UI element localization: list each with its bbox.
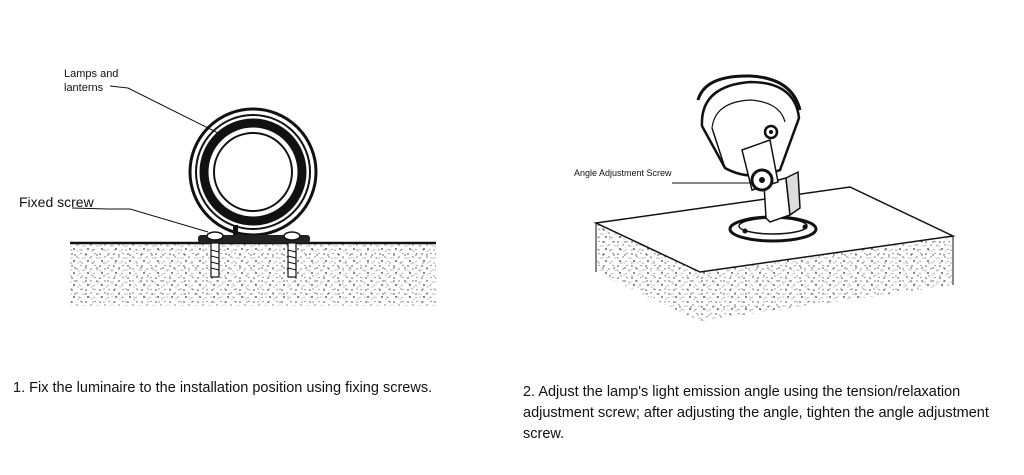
- caption-step-2: 2. Adjust the lamp's light emission angl…: [523, 384, 989, 442]
- caption-step-1: 1. Fix the luminaire to the installation…: [13, 380, 433, 396]
- figure1-leader-lines: [71, 85, 219, 233]
- figure1-ground: [70, 241, 436, 306]
- label-fixed-screw: Fixed screw: [19, 194, 94, 210]
- label-angle-adjustment-screw: Angle Adjustment Screw: [574, 168, 672, 178]
- figure1-lamp: [188, 107, 318, 243]
- label-lamps-and-lanterns: Lamps and lanterns: [64, 67, 118, 95]
- label-lamps-line1: Lamps and: [64, 68, 119, 80]
- label-lamps-line2: lanterns: [64, 82, 104, 94]
- figure2-lamp: [696, 74, 818, 243]
- figure1-fixed-screws: [206, 231, 301, 278]
